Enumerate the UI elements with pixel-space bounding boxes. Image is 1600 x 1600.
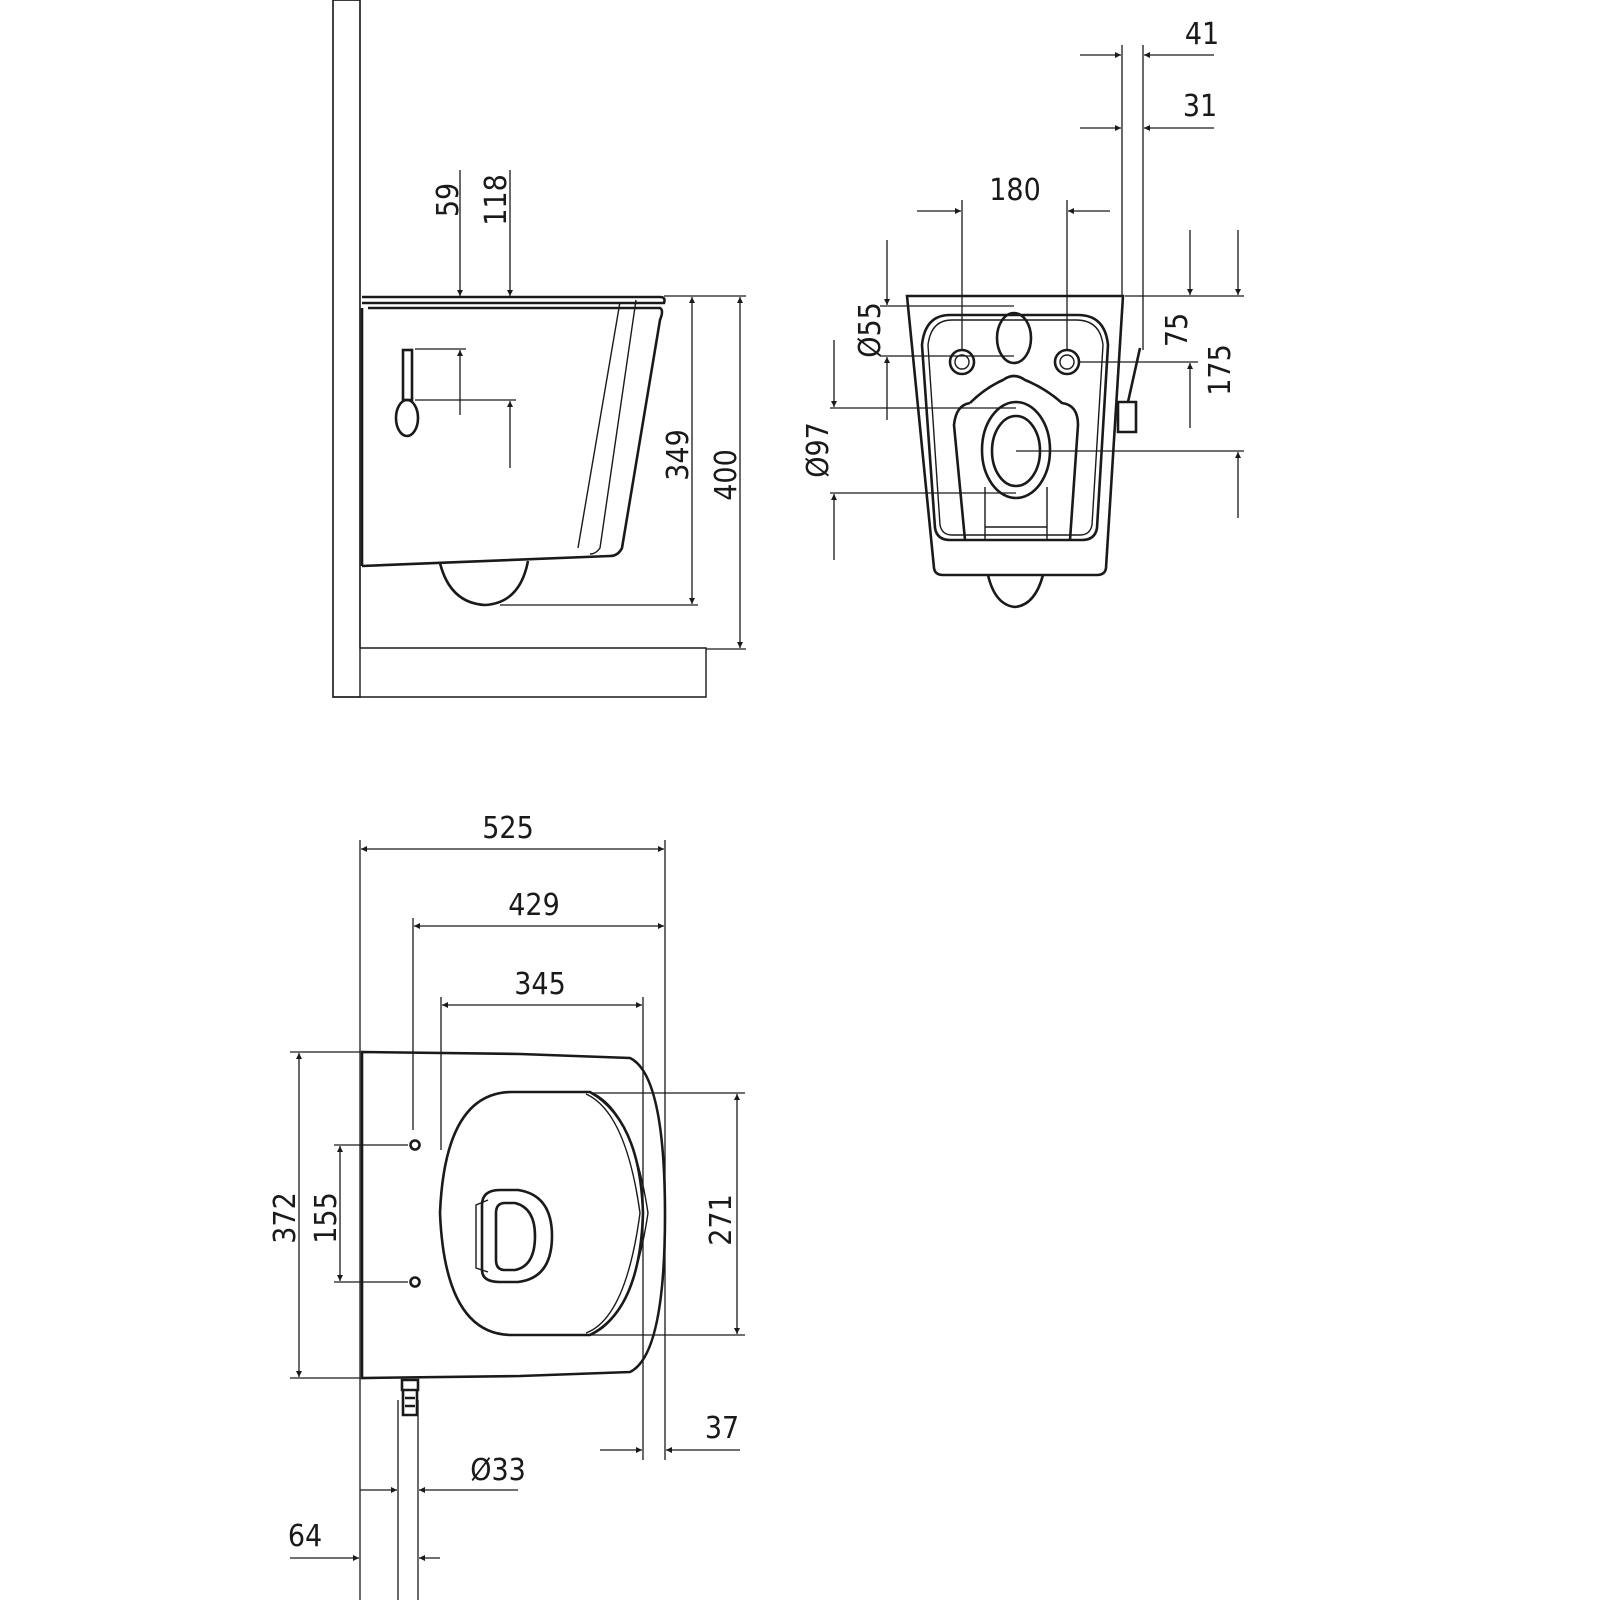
top-view: 525 429 345 37 Ø33 64 372 155 271 [268, 811, 745, 1600]
seat-lid [438, 1090, 645, 1337]
dim-31: 31 [1183, 89, 1217, 124]
dim-349: 349 [661, 429, 696, 481]
dim-75: 75 [1160, 313, 1195, 347]
bolt [401, 348, 414, 402]
water-connector [1116, 347, 1142, 434]
dim-59: 59 [431, 183, 466, 217]
dim-d97: Ø97 [801, 422, 836, 478]
dim-271: 271 [704, 1194, 739, 1246]
fixing-point [409, 1276, 421, 1288]
wall-hatch [332, 0, 707, 698]
dim-345: 345 [514, 967, 566, 1002]
fixing-point [409, 1139, 421, 1151]
dim-d33: Ø33 [470, 1453, 526, 1488]
waste-outlet [438, 560, 530, 607]
dim-372: 372 [268, 1192, 303, 1244]
fixing-hole [948, 348, 976, 376]
side-view: 59 118 349 400 [332, 0, 746, 698]
dim-175: 175 [1203, 344, 1238, 396]
fixing-hole [1053, 348, 1081, 376]
dim-525: 525 [482, 811, 534, 846]
dim-118: 118 [479, 174, 514, 226]
dim-155: 155 [309, 1192, 344, 1244]
front-outline [905, 294, 1125, 577]
top-outline [360, 1050, 667, 1380]
dim-d55: Ø55 [853, 302, 888, 358]
dim-64: 64 [288, 1519, 322, 1554]
dim-400: 400 [709, 449, 744, 501]
bowl-body [361, 306, 664, 568]
dim-41: 41 [1185, 17, 1219, 52]
front-outlet [986, 574, 1045, 609]
dim-180: 180 [989, 173, 1041, 208]
bowl-rim [362, 295, 666, 305]
dim-429: 429 [508, 888, 560, 923]
water-inlet [400, 1378, 420, 1417]
dim-37: 37 [705, 1411, 739, 1446]
front-view: 180 41 31 Ø55 Ø97 75 175 [801, 17, 1244, 609]
inlet-hole [995, 311, 1033, 365]
bowl-opening [480, 1188, 554, 1284]
